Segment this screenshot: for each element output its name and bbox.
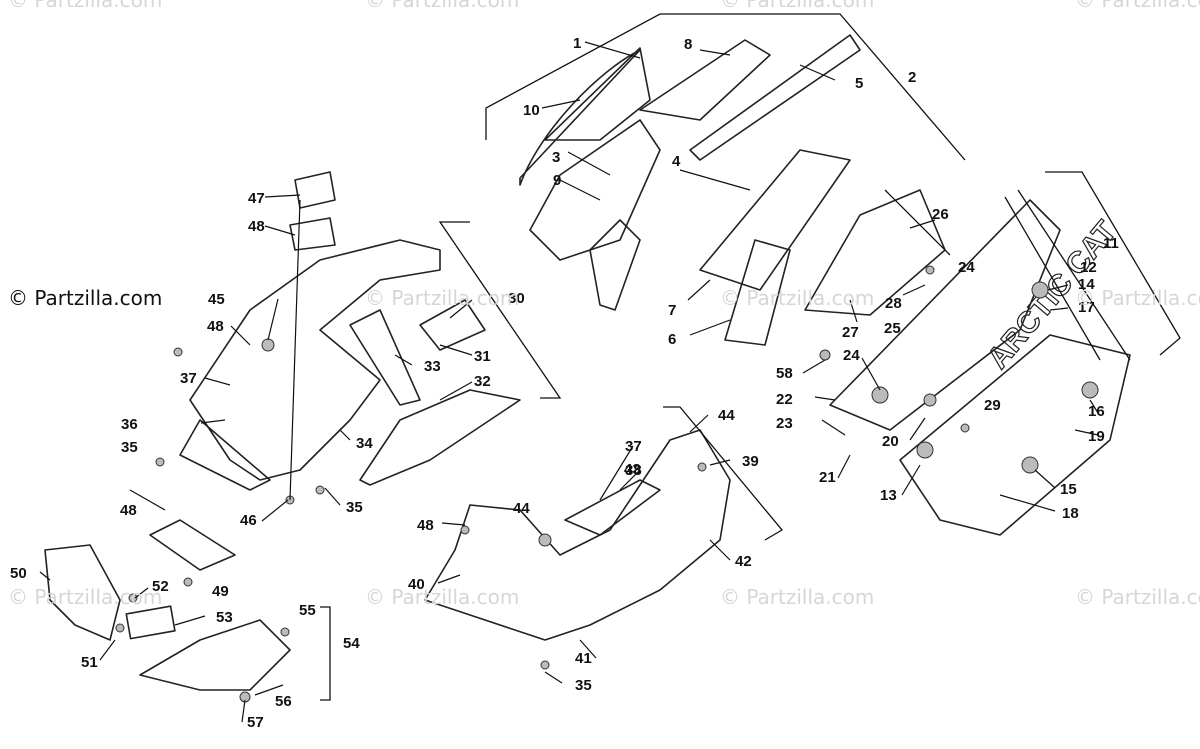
callout-15: 15 — [1060, 481, 1077, 498]
watermark: © Partzilla.com — [720, 585, 875, 609]
callout-41: 41 — [575, 650, 592, 667]
callout-37: 37 — [625, 438, 642, 455]
callout-13: 13 — [880, 487, 897, 504]
callout-57: 57 — [247, 714, 264, 731]
watermark: © Partzilla.com — [8, 0, 163, 12]
callout-50: 50 — [10, 565, 27, 582]
callout-10: 10 — [523, 102, 540, 119]
callout-20: 20 — [882, 433, 899, 450]
callout-46: 46 — [240, 512, 257, 529]
callout-7: 7 — [668, 302, 676, 319]
callout-26: 26 — [932, 206, 949, 223]
callout-27: 27 — [842, 324, 859, 341]
callout-37: 37 — [180, 370, 197, 387]
callout-32: 32 — [474, 373, 491, 390]
callout-19: 19 — [1088, 428, 1105, 445]
callout-24: 24 — [843, 347, 860, 364]
callout-24: 24 — [958, 259, 975, 276]
site-label: © Partzilla.com — [8, 286, 163, 310]
callout-54: 54 — [343, 635, 360, 652]
callout-51: 51 — [81, 654, 98, 671]
callout-36: 36 — [121, 416, 138, 433]
part-outlines: ARCTIC CAT — [44, 34, 1131, 703]
callout-4: 4 — [672, 153, 681, 170]
callout-44: 44 — [718, 407, 735, 424]
callout-22: 22 — [776, 391, 793, 408]
callout-52: 52 — [152, 578, 169, 595]
callout-6: 6 — [668, 331, 676, 348]
watermark: © Partzilla.com — [1075, 585, 1200, 609]
callout-38: 38 — [625, 462, 642, 479]
callout-25: 25 — [884, 320, 901, 337]
callout-58: 58 — [776, 365, 793, 382]
callout-33: 33 — [424, 358, 441, 375]
callout-17: 17 — [1078, 299, 1095, 316]
watermark: © Partzilla.com — [720, 286, 875, 310]
callout-11: 11 — [1103, 235, 1119, 252]
watermark: © Partzilla.com — [365, 286, 520, 310]
callout-35: 35 — [121, 439, 138, 456]
callout-34: 34 — [356, 435, 373, 452]
callout-3: 3 — [552, 149, 560, 166]
callout-28: 28 — [885, 295, 902, 312]
callout-16: 16 — [1088, 403, 1105, 420]
callout-14: 14 — [1078, 276, 1095, 293]
watermark: © Partzilla.com — [720, 0, 875, 12]
callout-40: 40 — [408, 576, 425, 593]
callout-44: 44 — [513, 500, 530, 517]
callout-39: 39 — [742, 453, 759, 470]
callout-9: 9 — [553, 172, 561, 189]
callout-30: 30 — [508, 290, 525, 307]
callout-48: 48 — [120, 502, 137, 519]
watermark: © Partzilla.com — [365, 585, 520, 609]
callout-42: 42 — [735, 553, 752, 570]
watermark: © Partzilla.com — [365, 0, 520, 12]
callout-31: 31 — [474, 348, 491, 365]
callout-29: 29 — [984, 397, 1001, 414]
callout-48: 48 — [417, 517, 434, 534]
watermark: © Partzilla.com — [1075, 0, 1200, 12]
callout-48: 48 — [248, 218, 265, 235]
callout-8: 8 — [684, 36, 692, 53]
callout-47: 47 — [248, 190, 265, 207]
callout-35: 35 — [575, 677, 592, 694]
callout-53: 53 — [216, 609, 233, 626]
callout-21: 21 — [819, 469, 836, 486]
callout-2: 2 — [908, 69, 916, 86]
callout-48: 48 — [207, 318, 224, 335]
watermark: © Partzilla.com — [8, 585, 163, 609]
callout-56: 56 — [275, 693, 292, 710]
callout-49: 49 — [212, 583, 229, 600]
callout-18: 18 — [1062, 505, 1079, 522]
callout-43: 43 — [624, 461, 641, 478]
callout-45: 45 — [208, 291, 225, 308]
leader-lines — [39, 41, 1099, 723]
watermark: © Partzilla.com — [1075, 286, 1200, 310]
callout-35: 35 — [346, 499, 363, 516]
callout-55: 55 — [299, 602, 316, 619]
callout-1: 1 — [573, 35, 581, 52]
bracket-lines — [320, 13, 1181, 701]
callout-5: 5 — [855, 75, 863, 92]
callout-12: 12 — [1080, 259, 1097, 276]
callout-23: 23 — [776, 415, 793, 432]
